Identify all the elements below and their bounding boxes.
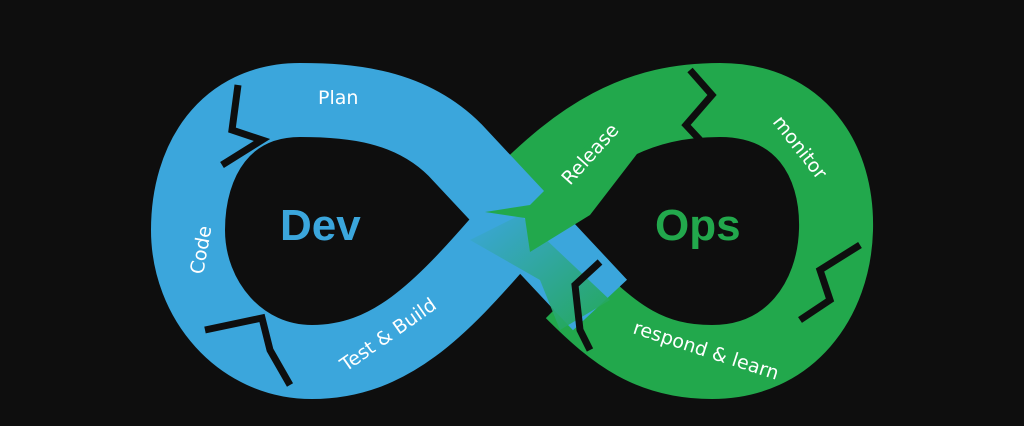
ops-title: Ops [655,201,741,250]
release-arrow-head [485,130,640,252]
arrow-separators [204,67,862,387]
dev-title: Dev [280,201,361,250]
ops-loop [472,62,874,400]
stage-plan: Plan [318,87,358,109]
dev-loop [150,62,628,400]
